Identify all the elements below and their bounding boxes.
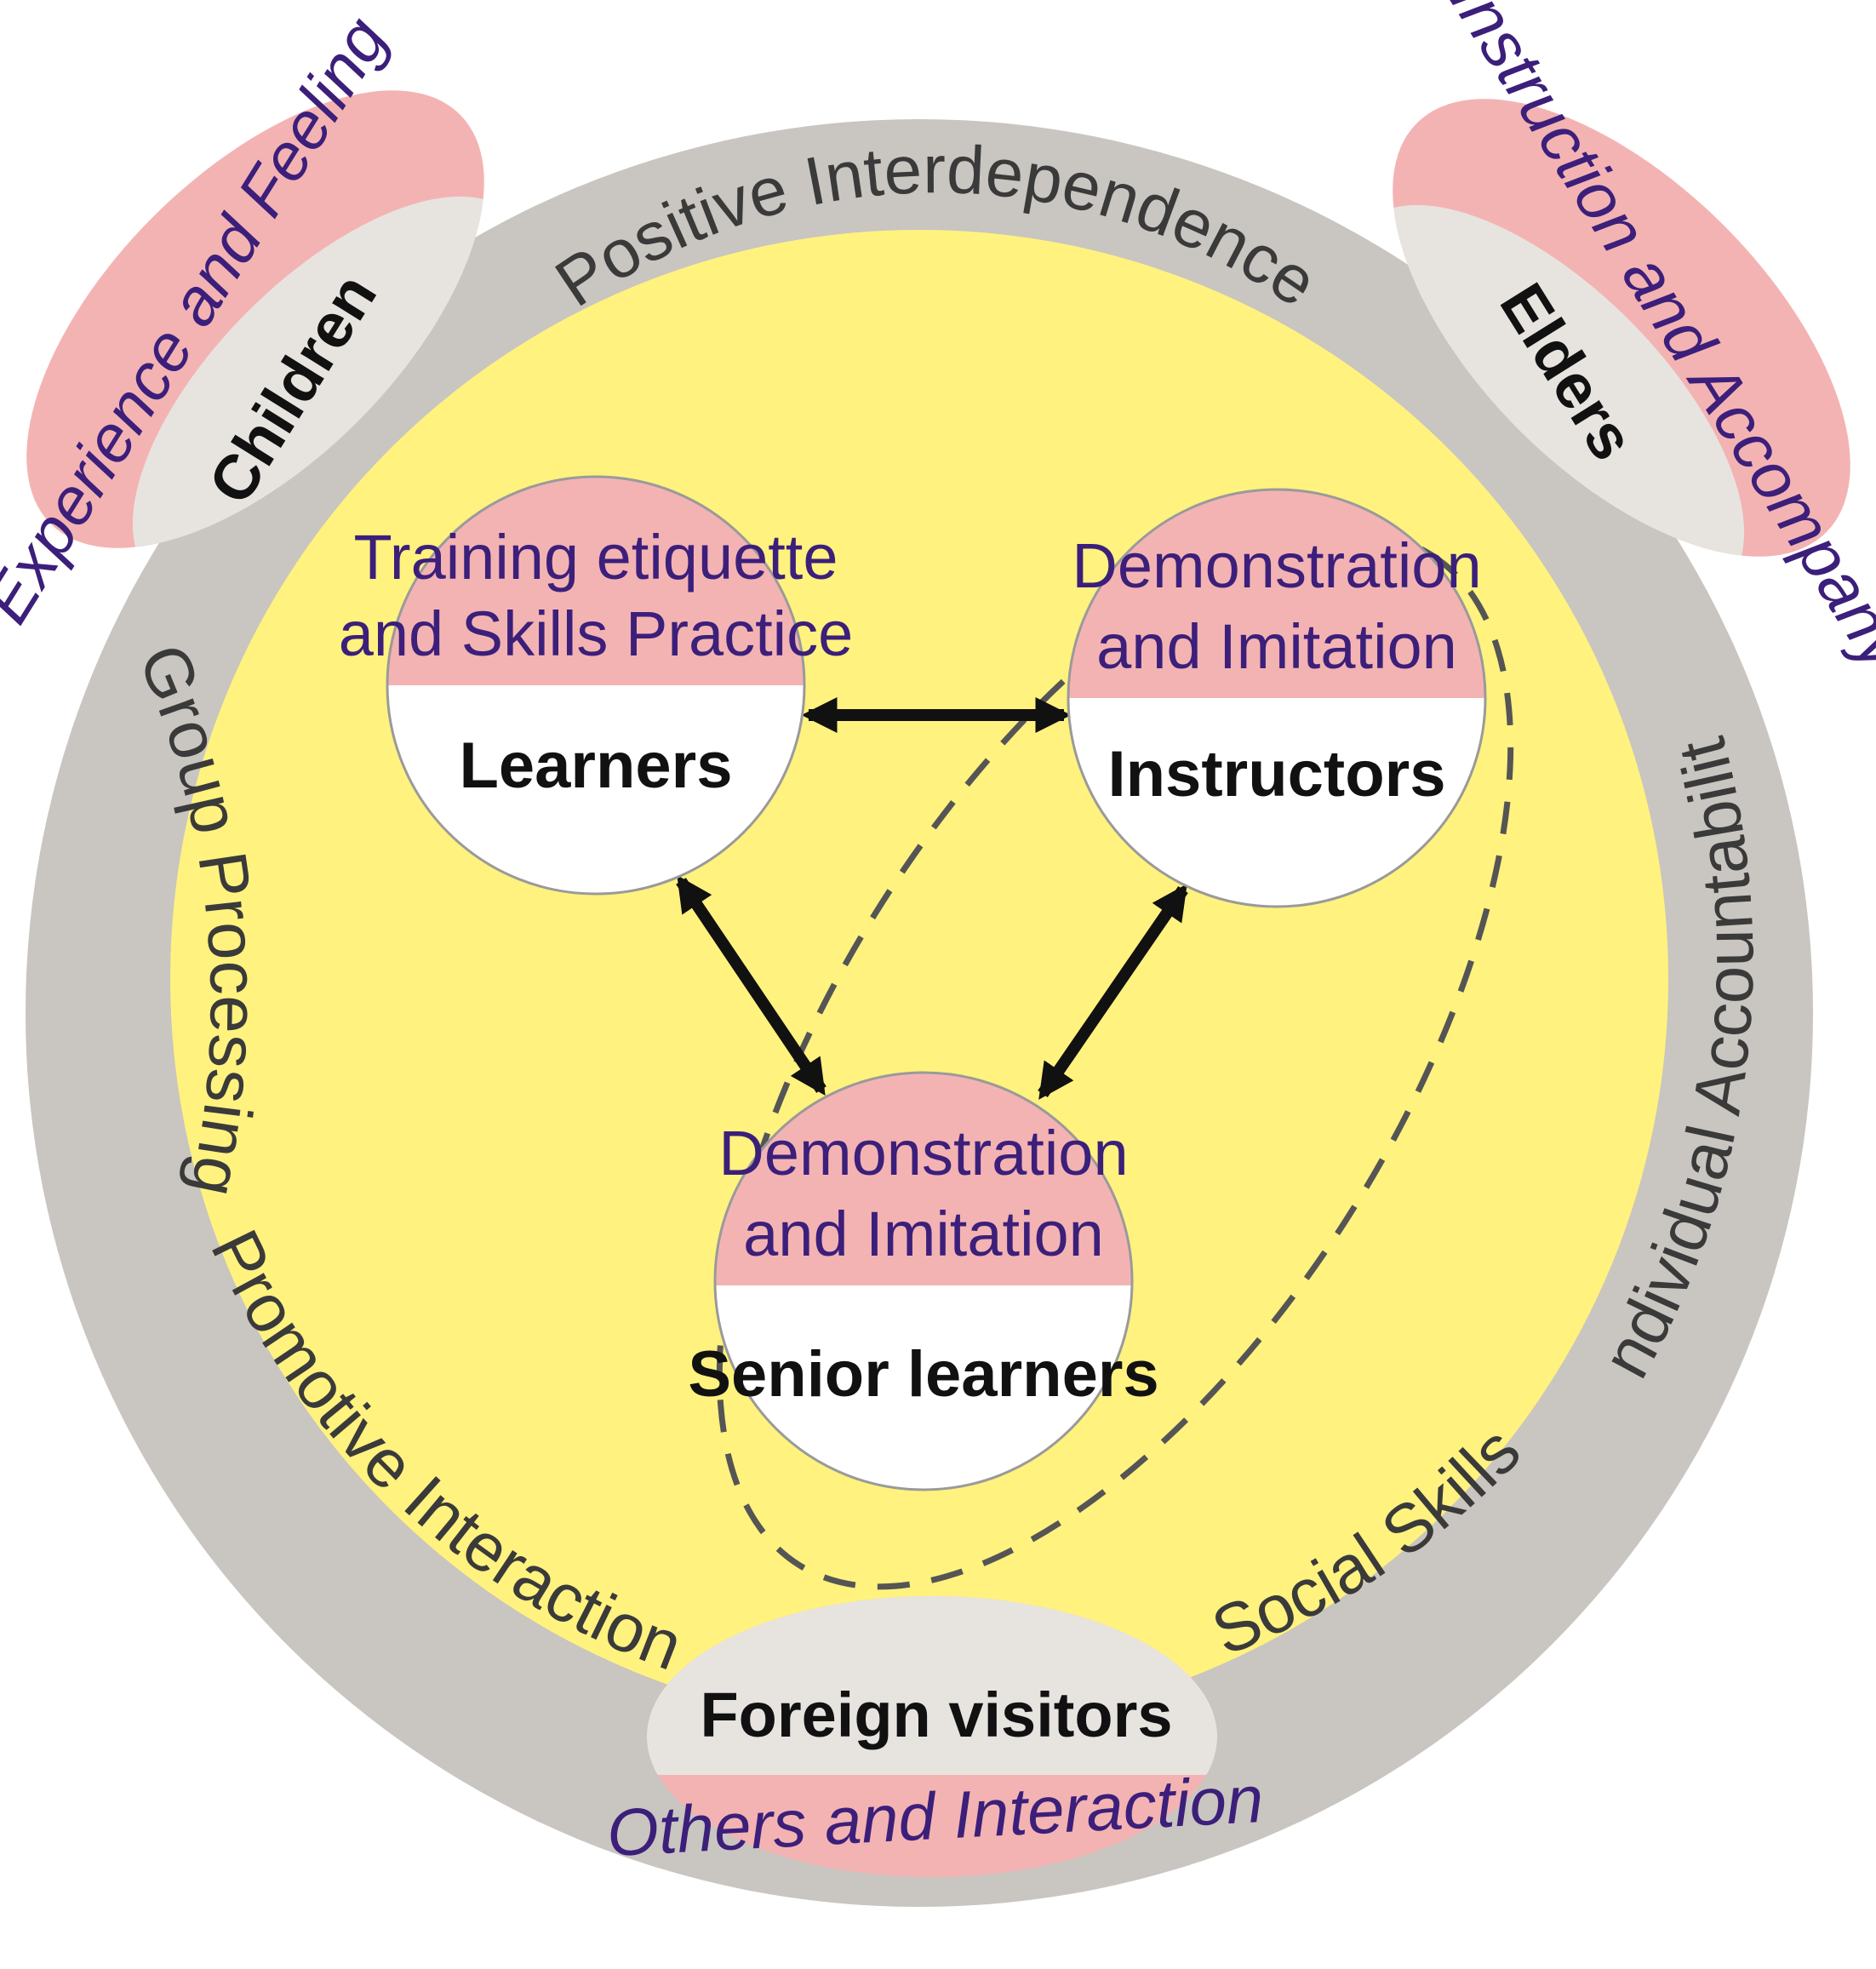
arrow-instructors-senior bbox=[1038, 884, 1188, 1100]
instructors-activity-line1: Demonstration bbox=[1072, 530, 1481, 601]
learners-activity-line2: and Skills Practice bbox=[339, 598, 854, 669]
learners-activity-line1: Training etiquette bbox=[353, 522, 838, 592]
senior-learners-label: Senior learners bbox=[688, 1338, 1158, 1411]
senior-activity-line2: and Imitation bbox=[743, 1199, 1104, 1269]
dashed-group-outline bbox=[716, 529, 1514, 1590]
instructors-activity-line2: and Imitation bbox=[1096, 611, 1457, 682]
senior-activity-line1: Demonstration bbox=[718, 1118, 1128, 1188]
foreign-visitors-role: Foreign visitors bbox=[700, 1680, 1172, 1750]
learners-label: Learners bbox=[459, 730, 732, 802]
instructors-label: Instructors bbox=[1108, 738, 1446, 810]
learners-node: Training etiquette and Skills Practice L… bbox=[339, 475, 854, 896]
arrow-learners-senior bbox=[676, 875, 826, 1096]
